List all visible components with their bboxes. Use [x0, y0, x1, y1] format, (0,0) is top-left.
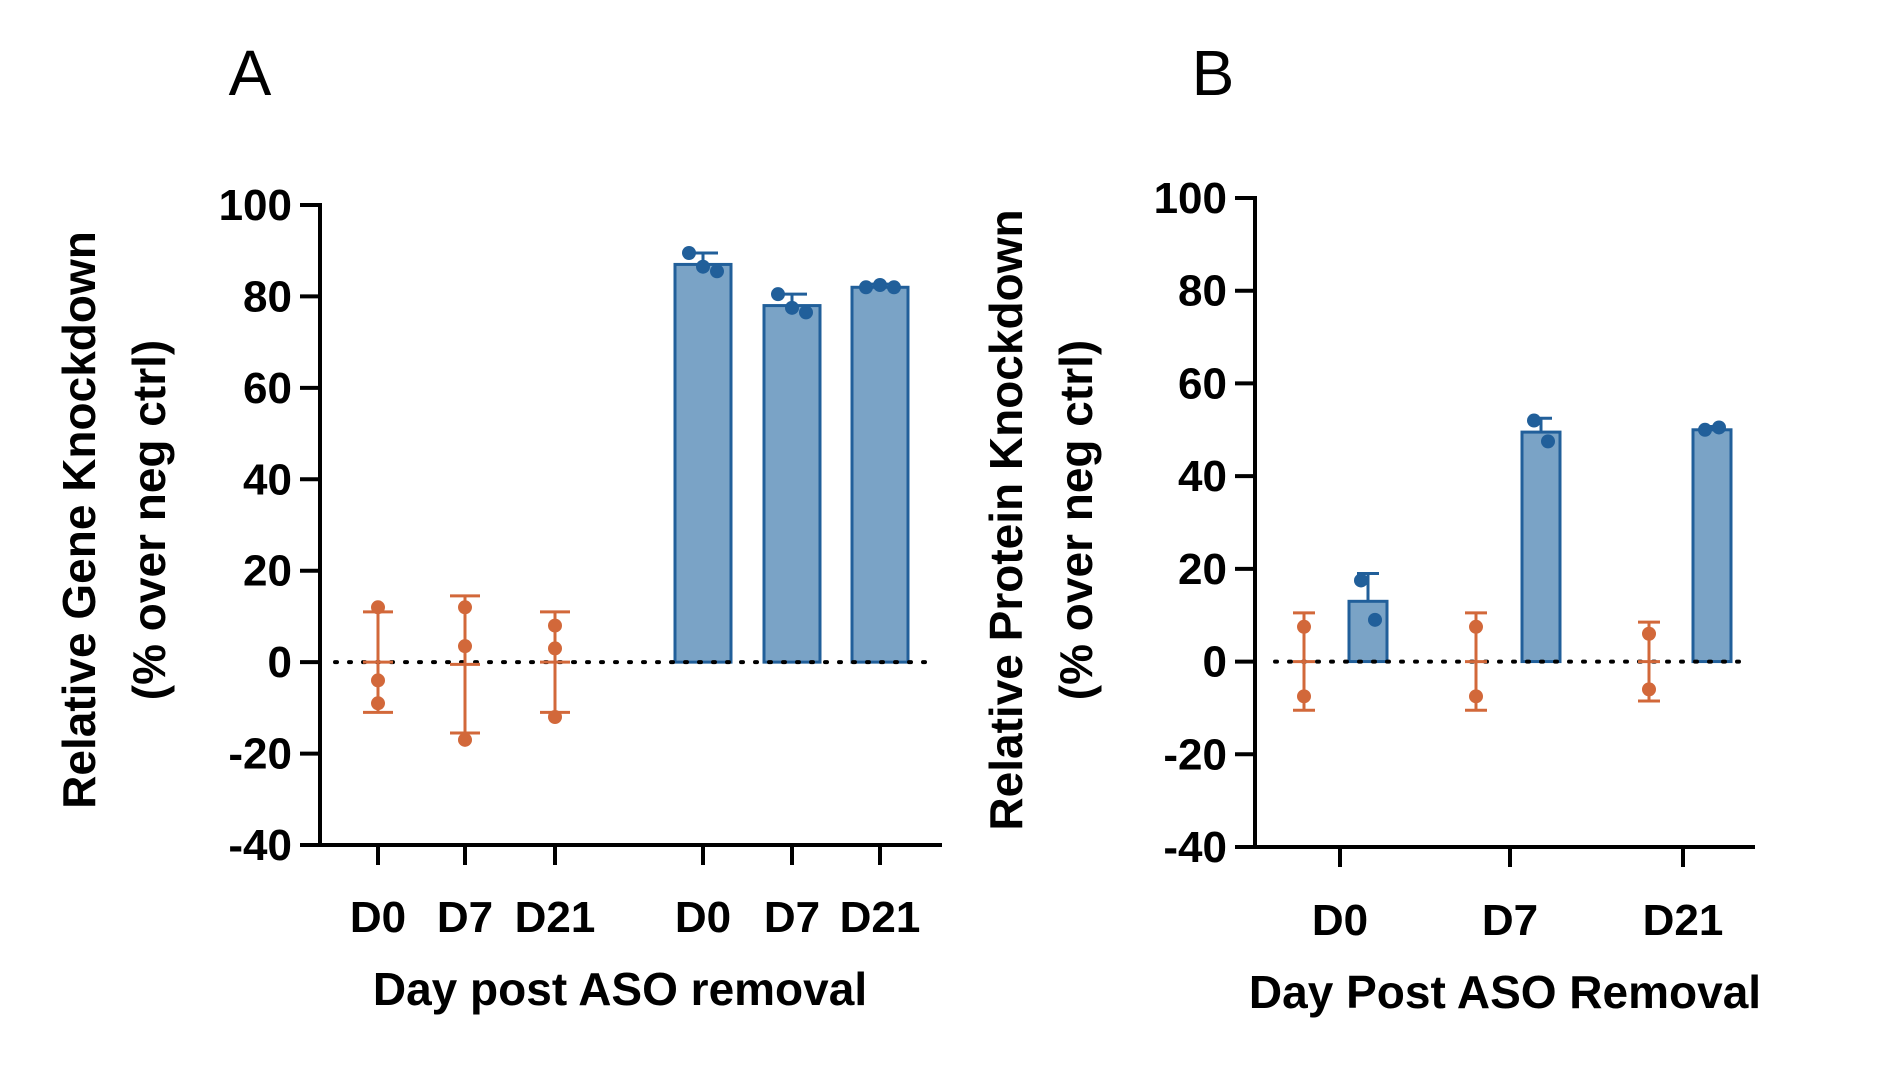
panel-b-y-tick-label: 100: [1154, 174, 1227, 223]
panel-b-y-tick-label: 80: [1178, 267, 1227, 316]
panel-b-y-tick-label: 60: [1178, 359, 1227, 408]
panel-a-data-point: [371, 600, 385, 615]
panel-b-data-point: [1297, 619, 1311, 634]
panel-b-ylabel-line2: (% over neg ctrl): [1050, 340, 1102, 700]
panel-b-x-tick-label: D0: [1312, 896, 1368, 945]
panel-a-data-point: [548, 710, 562, 724]
panel-a-data-point: [371, 696, 385, 711]
panel-b-xlabel: Day Post ASO Removal: [1249, 966, 1761, 1018]
panel-b-y-tick-label: 20: [1178, 545, 1227, 594]
panel-b-letter: B: [1192, 37, 1235, 109]
panel-a-data-point: [458, 600, 472, 615]
panel-a-x-tick-label: D7: [764, 893, 820, 942]
panel-a-data-point: [458, 732, 472, 747]
panel-a-data-point: [873, 278, 887, 292]
panel-a-data-point: [548, 641, 562, 656]
panel-a-data-point: [887, 280, 901, 295]
panel-a-data-point: [682, 246, 696, 260]
panel-a-data-point: [458, 639, 472, 654]
panel-b-data-point: [1642, 682, 1656, 697]
panel-b-data-point: [1368, 612, 1382, 627]
panel-a-y-tick-label: -40: [228, 821, 292, 870]
panel-a-x-tick-label: D0: [350, 893, 406, 942]
panel-a-y-tick-label: -20: [228, 730, 292, 779]
panel-a-x-tick-label: D21: [840, 893, 921, 942]
panel-a-bar: [850, 285, 910, 664]
panel-a-y-tick-label: 0: [268, 638, 292, 687]
panel-b-data-point: [1469, 689, 1483, 704]
panel-a-data-point: [785, 300, 799, 315]
panel-a-data-point: [799, 305, 813, 320]
panel-b-data-point: [1354, 573, 1368, 588]
panel-b-bar: [1347, 599, 1389, 664]
panel-b-bar: [1520, 430, 1562, 664]
panel-b-data-point: [1541, 434, 1555, 449]
panel-a-data-point: [859, 280, 873, 295]
panel-b-data-point: [1698, 422, 1712, 437]
panel-a-y-tick-label: 100: [219, 181, 292, 230]
panel-b-y-tick-label: 40: [1178, 452, 1227, 501]
panel-a-ylabel-line2: (% over neg ctrl): [123, 340, 175, 700]
panel-a-x-tick-label: D21: [515, 893, 596, 942]
panel-a-y-tick-label: 80: [243, 272, 292, 321]
panel-a-y-tick-label: 40: [243, 455, 292, 504]
panel-a-data-point: [710, 264, 724, 279]
panel-a-x-tick-label: D0: [675, 893, 731, 942]
panel-a-data-point: [771, 287, 785, 302]
panel-a-data-point: [371, 673, 385, 688]
panel-b-chart: B Relative Protein Knockdown (% over neg…: [980, 37, 1761, 1018]
panel-b-y-tick-label: -40: [1163, 823, 1227, 872]
panel-a-ylabel-line1: Relative Gene Knockdown: [53, 231, 105, 809]
panel-a-chart: A Relative Gene Knockdown (% over neg ct…: [53, 37, 942, 1015]
panel-b-data-point: [1527, 413, 1541, 428]
panel-b-y-tick-label: -20: [1163, 730, 1227, 779]
panel-b-ylabel-line1: Relative Protein Knockdown: [980, 209, 1032, 830]
panel-a-y-tick-label: 60: [243, 364, 292, 413]
panel-a-xlabel: Day post ASO removal: [373, 963, 867, 1015]
panel-a-bar: [762, 304, 822, 664]
panel-b-data-point: [1469, 619, 1483, 634]
panel-b-data-point: [1712, 420, 1726, 435]
panel-b-y-tick-label: 0: [1203, 638, 1227, 687]
panel-a-y-tick-label: 20: [243, 547, 292, 596]
panel-b-data-point: [1642, 626, 1656, 641]
panel-a-data-point: [548, 618, 562, 633]
panel-b-bar: [1691, 428, 1733, 664]
panel-b-x-tick-label: D7: [1482, 896, 1538, 945]
panel-a-x-tick-label: D7: [437, 893, 493, 942]
panel-a-bar: [673, 262, 733, 664]
panel-b-data-point: [1297, 689, 1311, 704]
panel-a-letter: A: [229, 37, 272, 109]
panel-a-data-point: [696, 259, 710, 274]
panel-b-x-tick-label: D21: [1643, 896, 1724, 945]
